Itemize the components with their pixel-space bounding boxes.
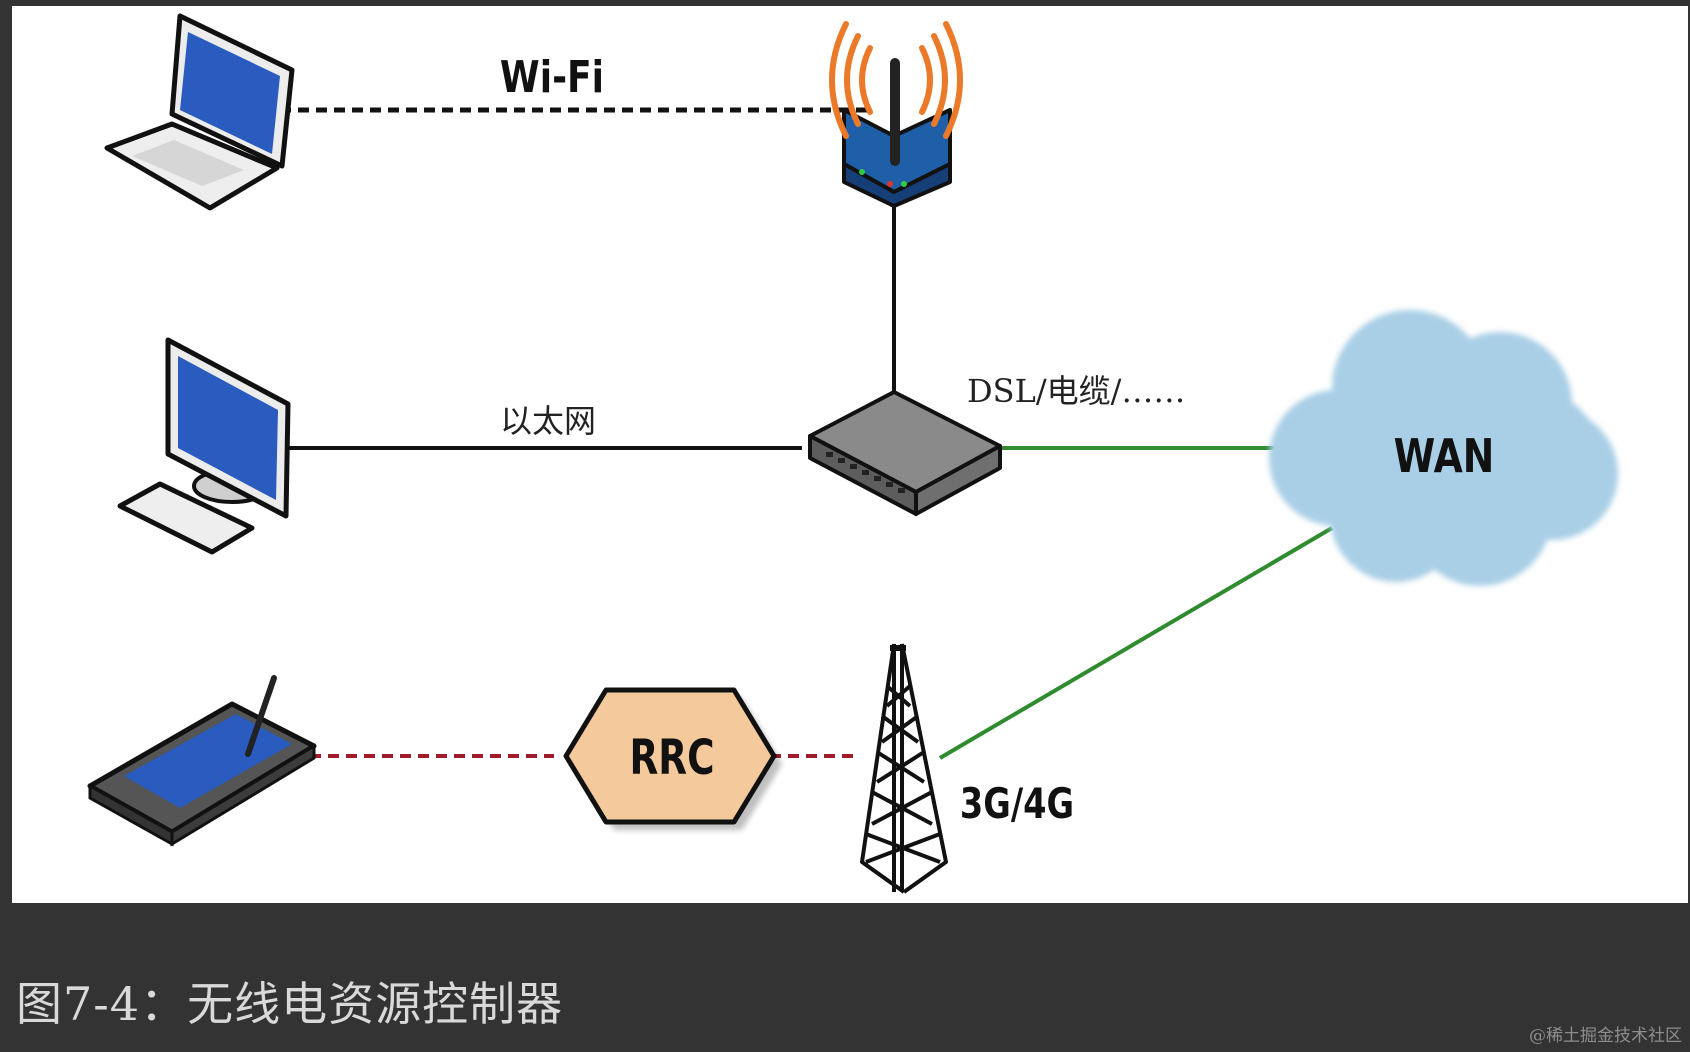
tablet-icon xyxy=(87,675,317,847)
wifi-signal-icon xyxy=(829,21,963,139)
figure-caption: 图7-4：无线电资源控制器 xyxy=(16,977,564,1031)
laptop-icon xyxy=(104,13,295,211)
desktop-computer-icon xyxy=(117,337,291,555)
ethernet-label: 以太网 xyxy=(500,402,596,440)
cell-tower-icon xyxy=(860,643,948,894)
network-diagram: Wi-Fi 以太网 DSL/电缆/…… WAN RRC 3G/4G xyxy=(87,13,1618,894)
wan-cloud-icon xyxy=(1269,310,1618,586)
cellular-label: 3G/4G xyxy=(960,779,1074,828)
wan-label: WAN xyxy=(1394,429,1495,483)
rrc-node xyxy=(563,687,782,830)
dsl-label: DSL/电缆/…… xyxy=(967,372,1185,410)
diagram-canvas: Wi-Fi 以太网 DSL/电缆/…… WAN RRC 3G/4G xyxy=(12,6,1688,903)
dsl-modem-icon xyxy=(808,390,1002,516)
wifi-access-point-icon xyxy=(842,58,952,208)
rrc-label: RRC xyxy=(629,731,714,787)
watermark: @稀土掘金技术社区 xyxy=(1529,1026,1682,1046)
cellular-backhaul-line xyxy=(938,526,1334,760)
wifi-label: Wi-Fi xyxy=(500,53,604,103)
